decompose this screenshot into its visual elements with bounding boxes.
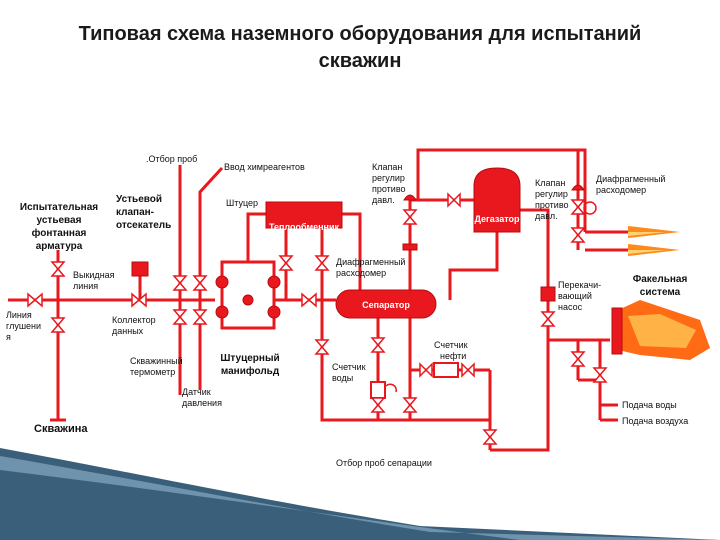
label-choke: Штуцер <box>226 198 258 208</box>
safety-valve-box <box>131 261 149 277</box>
water-meter <box>370 381 386 399</box>
label-test-head-1: устьевая <box>37 215 82 226</box>
label-flow-line-1: линия <box>73 281 98 291</box>
bottom-band <box>0 448 720 540</box>
label-valve-reg-1-3: давл. <box>372 195 395 205</box>
label-valve-reg-2-3: давл. <box>535 211 558 221</box>
label-flow-line-0: Выкидная <box>73 270 115 280</box>
label-well: Скважина <box>34 423 88 435</box>
label-test-head-3: арматура <box>36 241 83 252</box>
label-reagents: Ввод химреагентов <box>224 162 305 172</box>
label-safety-valve-2: отсекатель <box>116 220 171 231</box>
label-water-meter-1: воды <box>332 373 353 383</box>
heat-exchanger <box>265 201 343 229</box>
label-separator: Сепаратор <box>362 300 410 310</box>
label-data-collector-0: Коллектор <box>112 315 156 325</box>
label-choke-manifold-0: Штуцерный <box>220 353 279 364</box>
label-kill-line-1: глушени <box>6 321 41 331</box>
label-transfer-pump-0: Перекачи- <box>558 280 601 290</box>
label-sample-top: .Отбор проб <box>146 154 197 164</box>
label-separation-sample: Отбор проб сепарации <box>336 458 432 468</box>
label-pressure-sensor-1: давления <box>182 398 222 408</box>
label-kill-line-2: я <box>6 332 11 342</box>
label-valve-reg-1-2: противо <box>372 184 406 194</box>
label-pressure-sensor-0: Датчик <box>182 387 211 397</box>
label-degasser: Дегазатор <box>474 214 520 224</box>
label-diaphragm-mid-1: расходомер <box>336 268 386 278</box>
label-transfer-pump-1: вающий <box>558 291 592 301</box>
label-valve-reg-2-0: Клапан <box>535 178 565 188</box>
degasser-vessel <box>473 167 521 233</box>
label-flare-0: Факельная <box>633 274 688 285</box>
label-flare-1: система <box>640 287 681 298</box>
label-well-thermometer-0: Скважинный <box>130 356 183 366</box>
label-oil-meter-0: Счетчик <box>434 340 468 350</box>
label-diaphragm-right-1: расходомер <box>596 185 646 195</box>
label-safety-valve-1: клапан- <box>116 207 154 218</box>
label-test-head-2: фонтанная <box>32 227 87 239</box>
label-water-meter-0: Счетчик <box>332 362 366 372</box>
manifold-chokes <box>215 275 281 319</box>
label-data-collector-1: данных <box>112 326 144 336</box>
label-water-supply: Подача воды <box>622 400 677 410</box>
title-line-1: Типовая схема наземного оборудования для… <box>79 23 642 45</box>
label-test-head-0: Испытательная <box>20 202 98 213</box>
label-transfer-pump-2: насос <box>558 302 583 312</box>
transfer-pump <box>540 286 556 302</box>
label-safety-valve-0: Устьевой <box>116 194 162 205</box>
flare-system <box>611 226 710 360</box>
label-choke-manifold-1: манифольд <box>221 365 280 377</box>
label-heat-exchanger: Теплообменник <box>269 222 340 232</box>
valves <box>27 192 608 445</box>
label-valve-reg-2-1: регулир <box>535 189 568 199</box>
label-valve-reg-2-2: противо <box>535 200 569 210</box>
oil-meter <box>433 362 459 378</box>
pressure-regulators <box>385 184 597 393</box>
label-diaphragm-right-0: Диафрагменный <box>596 174 665 184</box>
label-valve-reg-1-1: регулир <box>372 173 405 183</box>
label-diaphragm-mid-0: Диафрагменный <box>336 257 405 267</box>
title-line-2: скважин <box>319 50 402 72</box>
label-air-supply: Подача воздуха <box>622 416 688 426</box>
separator-vessel <box>335 289 437 319</box>
label-well-thermometer-1: термометр <box>130 367 175 377</box>
label-oil-meter-1: нефти <box>440 351 466 361</box>
label-kill-line-0: Линия <box>6 310 32 320</box>
label-valve-reg-1-0: Клапан <box>372 162 402 172</box>
